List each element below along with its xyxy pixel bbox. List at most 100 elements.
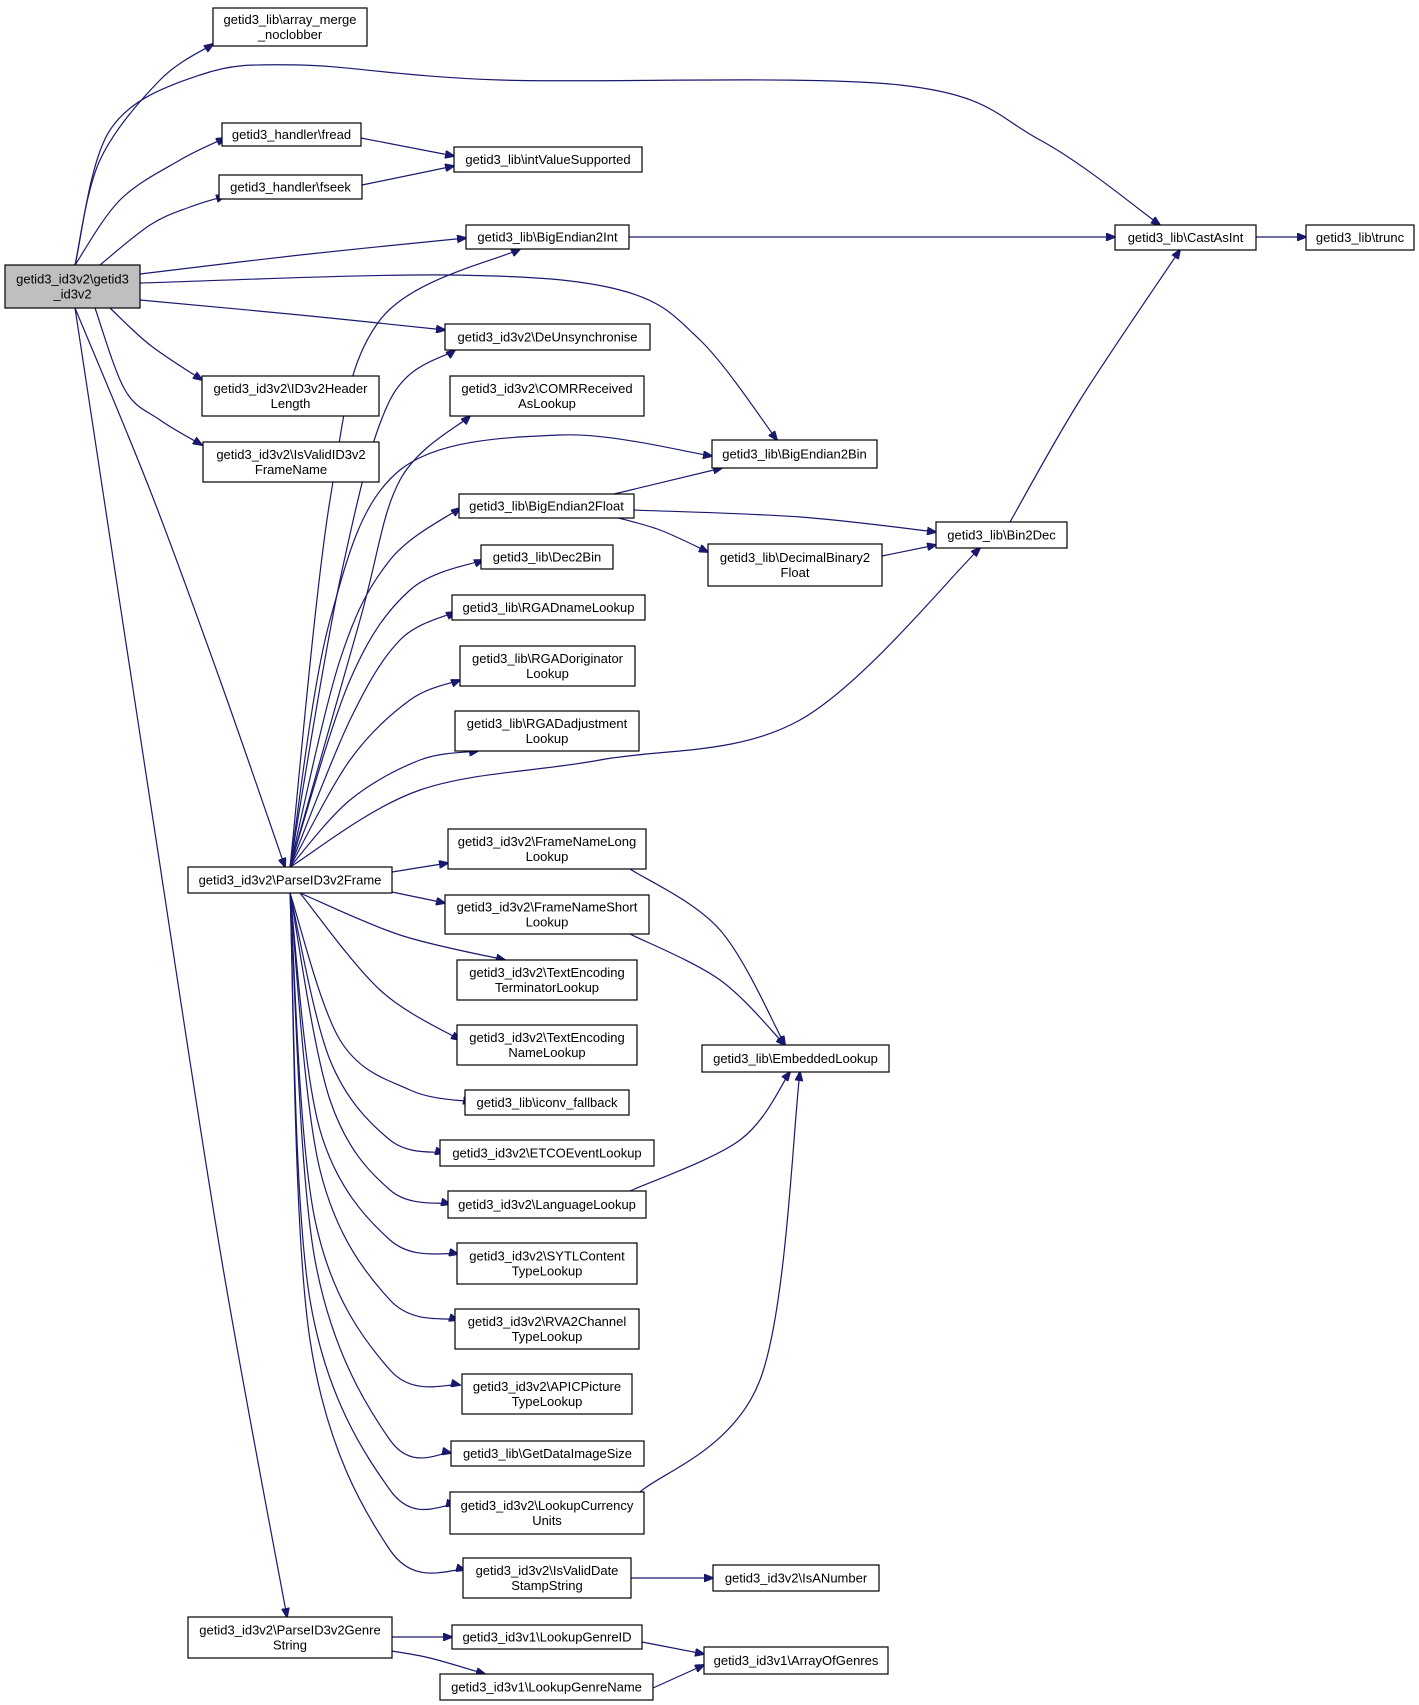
node-BigEndian2Bin[interactable]: getid3_lib\BigEndian2Bin	[711, 439, 878, 469]
node-label: getid3_lib\BigEndian2Float	[469, 499, 624, 514]
node-IsANumber[interactable]: getid3_id3v2\IsANumber	[712, 1564, 880, 1592]
node-label: AsLookup	[518, 396, 576, 411]
node-label: Lookup	[526, 849, 569, 864]
node-label: Lookup	[526, 666, 569, 681]
node-fseek[interactable]: getid3_handler\fseek	[218, 174, 363, 200]
node-box	[703, 1646, 889, 1675]
edge-ParseID3v2Frame-to-BigEndian2Int	[289, 249, 520, 868]
node-label: getid3_id3v2\DeUnsynchronise	[458, 330, 638, 345]
node-LookupGenreName[interactable]: getid3_id3v1\LookupGenreName	[439, 1673, 654, 1701]
node-label: getid3_id3v2\FrameNameLong	[458, 834, 637, 849]
node-box	[453, 146, 643, 173]
node-box	[451, 594, 646, 621]
nodes-layer: getid3_id3v2\getid3_id3v2 getid3_lib\arra…	[4, 7, 1415, 1701]
node-label: getid3_id3v2\IsValidID3v2	[216, 447, 365, 462]
node-label: TerminatorLookup	[495, 980, 599, 995]
node-label: Lookup	[526, 731, 569, 746]
node-label: getid3_id3v2\FrameNameShort	[457, 900, 638, 915]
edge-FrameNameShort-to-EmbeddedLookup	[629, 933, 785, 1045]
node-box	[712, 1564, 880, 1592]
node-intValueSupported[interactable]: getid3_lib\intValueSupported	[453, 146, 643, 173]
node-label: getid3_id3v2\getid3	[16, 272, 129, 287]
edge-ParseID3v2Frame-to-COMR	[289, 416, 470, 868]
node-iconv[interactable]: getid3_lib\iconv_fallback	[464, 1089, 630, 1116]
node-Dec2Bin[interactable]: getid3_lib\Dec2Bin	[480, 544, 614, 570]
node-label: getid3_lib\DecimalBinary2	[720, 550, 870, 565]
edge-root-to-BigEndian2Bin	[139, 274, 777, 440]
node-TextEncTerm[interactable]: getid3_id3v2\TextEncodingTerminatorLooku…	[456, 959, 638, 1001]
node-label: getid3_lib\trunc	[1316, 230, 1405, 245]
edge-ParseID3v2Frame-to-FrameNameShort	[391, 891, 445, 903]
node-box	[187, 1616, 393, 1659]
edges-layer	[74, 44, 1306, 1689]
edge-root-to-ParseID3v2Frame	[74, 307, 285, 867]
node-Language[interactable]: getid3_id3v2\LanguageLookup	[447, 1190, 647, 1219]
node-label: getid3_id3v2\RVA2Channel	[468, 1314, 627, 1329]
node-label: getid3_id3v2\TextEncoding	[469, 965, 624, 980]
node-box	[454, 710, 640, 752]
node-BigEndian2Int[interactable]: getid3_lib\BigEndian2Int	[465, 224, 630, 250]
node-box	[201, 375, 380, 417]
node-ETCO[interactable]: getid3_id3v2\ETCOEventLookup	[439, 1139, 655, 1167]
node-CastAsInt[interactable]: getid3_lib\CastAsInt	[1114, 224, 1257, 251]
node-box	[456, 1024, 638, 1066]
edge-DecimalBinary2Float-to-Bin2Dec	[881, 545, 936, 557]
node-label: getid3_lib\CastAsInt	[1128, 230, 1244, 245]
node-RGADname[interactable]: getid3_lib\RGADnameLookup	[451, 594, 646, 621]
node-BigEndian2Float[interactable]: getid3_lib\BigEndian2Float	[458, 493, 635, 519]
node-array_merge[interactable]: getid3_lib\array_merge_noclobber	[212, 7, 368, 47]
node-label: Units	[532, 1513, 562, 1528]
node-ParseID3v2Frame[interactable]: getid3_id3v2\ParseID3v2Frame	[187, 866, 393, 894]
node-box	[449, 1491, 645, 1535]
node-root[interactable]: getid3_id3v2\getid3_id3v2	[4, 264, 141, 309]
node-label: getid3_id3v2\TextEncoding	[469, 1030, 624, 1045]
edge-ParseID3v2Frame-to-ETCO	[289, 892, 444, 1153]
edge-ParseID3v2Frame-to-IsValidDate	[289, 892, 465, 1574]
node-label: getid3_id3v2\APICPicture	[473, 1379, 621, 1394]
node-fread[interactable]: getid3_handler\fread	[221, 122, 362, 147]
edge-ParseID3v2Frame-to-LookupCurrency	[289, 892, 455, 1510]
node-label: getid3_lib\BigEndian2Int	[477, 230, 618, 245]
edge-FrameNameLong-to-EmbeddedLookup	[629, 868, 785, 1045]
edge-LookupGenreName-to-ArrayOfGenres	[652, 1665, 704, 1689]
node-label: _id3v2	[52, 287, 91, 302]
edge-ParseID3v2Frame-to-RVA2	[289, 892, 458, 1320]
node-GetDataImageSize[interactable]: getid3_lib\GetDataImageSize	[450, 1440, 645, 1467]
node-box	[454, 1308, 640, 1350]
node-EmbeddedLookup[interactable]: getid3_lib\EmbeddedLookup	[701, 1044, 890, 1073]
node-box	[707, 543, 883, 587]
node-Bin2Dec[interactable]: getid3_lib\Bin2Dec	[935, 521, 1068, 549]
node-label: getid3_handler\fread	[232, 127, 351, 142]
node-label: getid3_lib\Dec2Bin	[493, 550, 601, 565]
node-ArrayOfGenres[interactable]: getid3_id3v1\ArrayOfGenres	[703, 1646, 889, 1675]
node-label: getid3_lib\BigEndian2Bin	[722, 447, 867, 462]
node-trunc[interactable]: getid3_lib\trunc	[1305, 224, 1415, 251]
edge-ParseID3v2Frame-to-RGADname	[289, 612, 455, 868]
node-box	[464, 1089, 630, 1116]
node-label: getid3_id3v2\COMRReceived	[461, 381, 632, 396]
edge-ParseID3v2Frame-to-DeUnsynchronise	[289, 350, 455, 868]
node-label: getid3_lib\RGADnameLookup	[463, 600, 635, 615]
node-DeUnsynchronise[interactable]: getid3_id3v2\DeUnsynchronise	[444, 323, 651, 351]
edge-LookupCurrency-to-EmbeddedLookup	[639, 1072, 800, 1493]
node-box	[465, 224, 630, 250]
edge-root-to-IsValidID3v2FrameName	[94, 307, 202, 445]
node-label: getid3_id3v2\ParseID3v2Genre	[199, 1623, 380, 1638]
node-label: getid3_id3v2\LookupCurrency	[461, 1498, 634, 1513]
node-LookupGenreID[interactable]: getid3_id3v1\LookupGenreID	[451, 1624, 643, 1650]
